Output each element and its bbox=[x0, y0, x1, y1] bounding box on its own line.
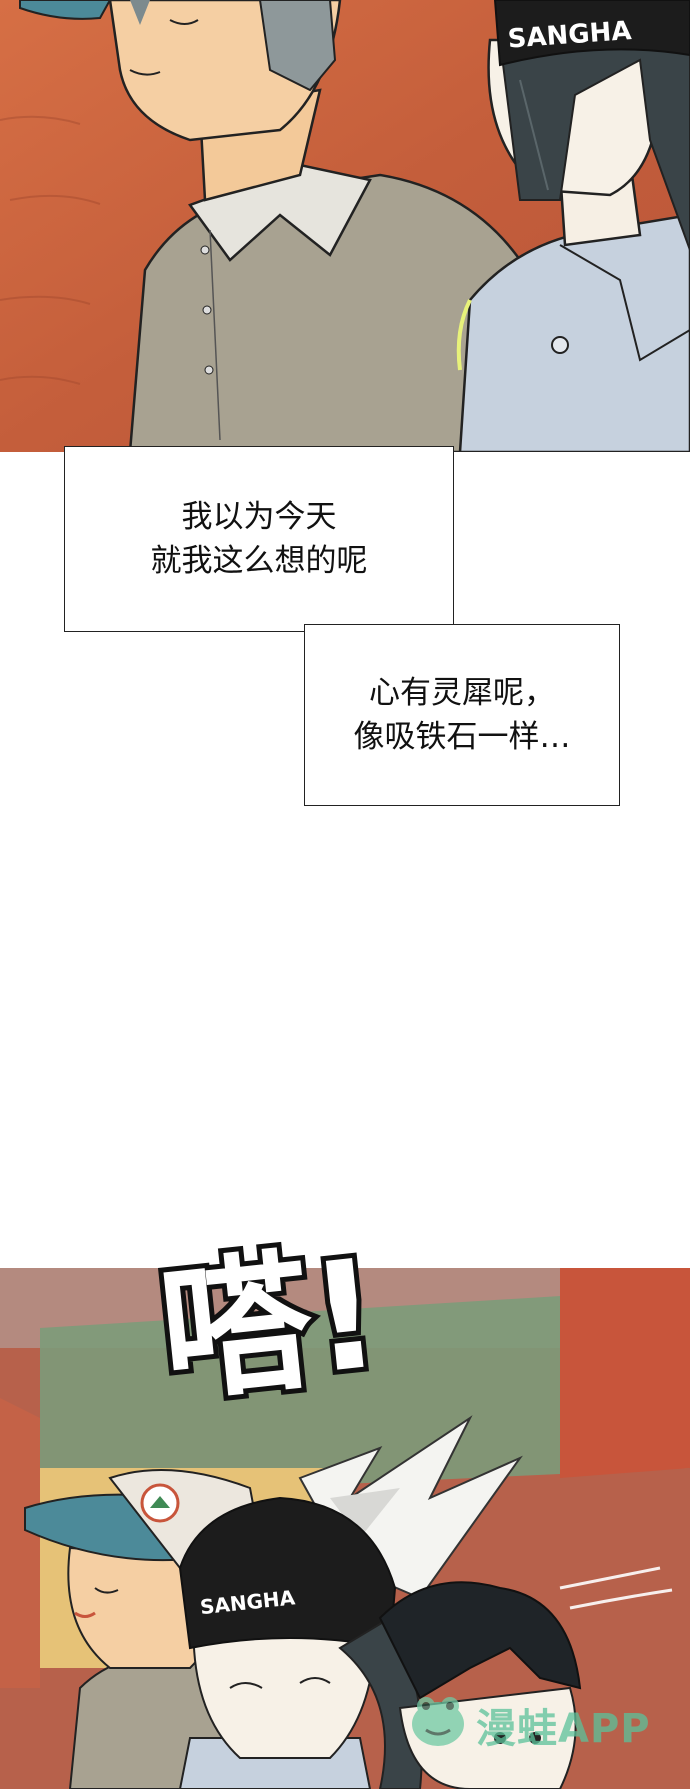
sound-effect: 嗒! bbox=[150, 1222, 393, 1428]
bubble-2-line-1: 心有灵犀呢， bbox=[369, 675, 555, 711]
bubble-2-line-2: 像吸铁石一样… bbox=[353, 719, 571, 755]
sound-effect-text: 嗒! bbox=[153, 1227, 388, 1423]
bubble-1-line-2: 就我这么想的呢 bbox=[150, 543, 368, 579]
watermark: 漫蛙APP bbox=[408, 1690, 651, 1770]
top-comic-panel: SANGHA bbox=[0, 0, 690, 452]
bubble-1-line-1: 我以为今天 bbox=[181, 499, 337, 535]
frog-logo-icon bbox=[412, 1697, 464, 1746]
speech-bubble-2: 心有灵犀呢， 像吸铁石一样… bbox=[304, 624, 620, 806]
watermark-text: 漫蛙APP bbox=[476, 1706, 651, 1752]
top-panel-illustration: SANGHA bbox=[0, 0, 690, 452]
speech-bubble-1: 我以为今天 就我这么想的呢 bbox=[64, 446, 454, 632]
